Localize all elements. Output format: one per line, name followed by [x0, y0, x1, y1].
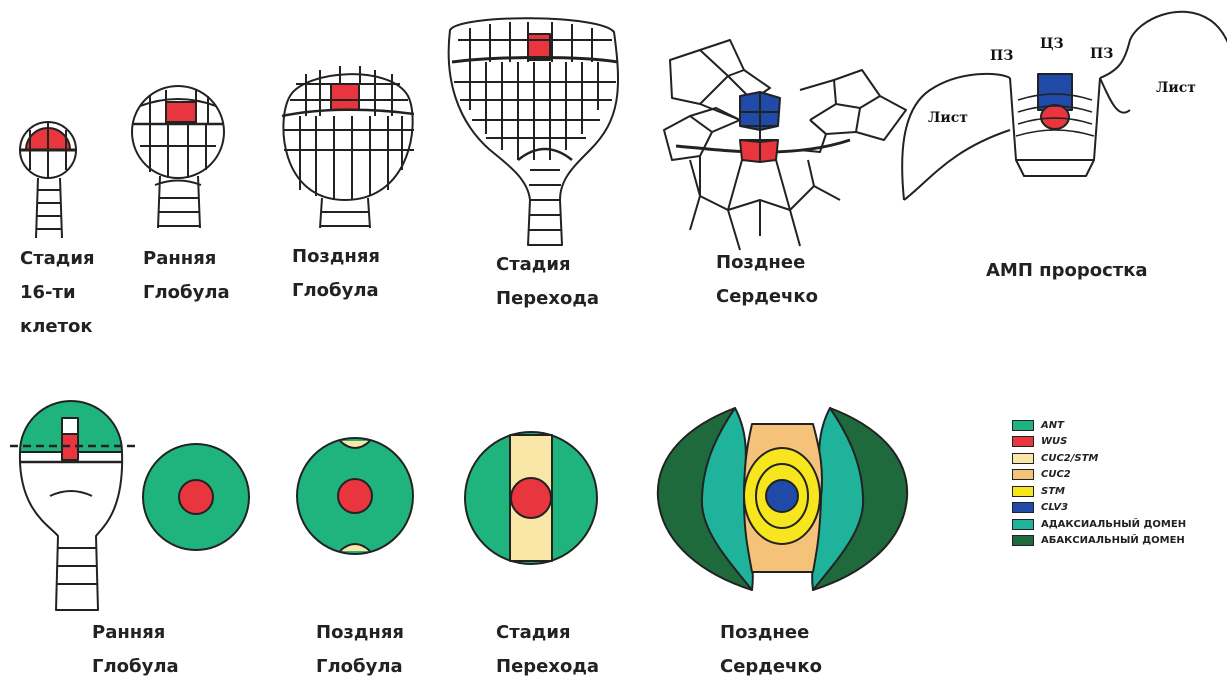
early-globular-cross-section: [143, 444, 249, 550]
left-pz-label: ПЗ: [990, 48, 1013, 64]
label-early-globular-bottom: Ранняя Глобула: [92, 616, 179, 684]
legend-item-abaxial: АБАКСИАЛЬНЫЙ ДОМЕН: [1012, 533, 1186, 550]
legend-item-stm: STM: [1012, 483, 1186, 500]
right-leaf-label: Лист: [1156, 80, 1196, 96]
late-heart-cellular: [664, 40, 906, 250]
legend-swatch: [1012, 519, 1034, 530]
legend-item-ant: ANT: [1012, 417, 1186, 434]
legend-label: STM: [1041, 486, 1065, 497]
legend-swatch: [1012, 469, 1034, 480]
label-late-globular: Поздняя Глобула: [292, 240, 380, 308]
legend-label: ANT: [1041, 420, 1064, 431]
legend-label: CLV3: [1041, 502, 1068, 513]
legend-label: WUS: [1041, 436, 1067, 447]
center-cz-label: ЦЗ: [1040, 36, 1064, 52]
label-early-globular: Ранняя Глобула: [143, 242, 230, 310]
late-heart-expression: [658, 408, 907, 590]
legend-swatch: [1012, 535, 1034, 546]
early-globular-expression: [10, 401, 136, 610]
late-globular-embryo: [282, 66, 414, 228]
wus-region: [179, 480, 213, 514]
wus-region: [511, 478, 551, 518]
wus-region: [331, 84, 359, 110]
legend-label: АБАКСИАЛЬНЫЙ ДОМЕН: [1041, 535, 1185, 546]
wus-region: [1041, 105, 1069, 129]
legend-item-adaxial: АДАКСИАЛЬНЫЙ ДОМЕН: [1012, 516, 1186, 533]
label-sixteen-cell: Стадия 16-ти клеток: [20, 242, 95, 344]
left-leaf-label: Лист: [928, 110, 968, 126]
legend-swatch: [1012, 420, 1034, 431]
legend: ANT WUS CUC2/STM CUC2 STM CLV3 АДАКСИАЛЬ…: [1012, 417, 1186, 549]
legend-label: CUC2: [1041, 469, 1071, 480]
label-late-heart-bottom: Позднее Сердечко: [720, 616, 822, 684]
label-late-globular-bottom: Поздняя Глобула: [316, 616, 404, 684]
legend-swatch: [1012, 486, 1034, 497]
label-transition-bottom: Стадия Перехода: [496, 616, 599, 684]
legend-item-cuc2: CUC2: [1012, 467, 1186, 484]
legend-swatch: [1012, 502, 1034, 513]
label-late-heart: Позднее Сердечко: [716, 246, 818, 314]
legend-item-clv3: CLV3: [1012, 500, 1186, 517]
label-transition: Стадия Перехода: [496, 248, 599, 316]
clv3-region: [766, 480, 798, 512]
wus-region: [166, 102, 196, 122]
legend-swatch: [1012, 453, 1034, 464]
transition-cross-section: [465, 432, 597, 564]
legend-label: CUC2/STM: [1041, 453, 1098, 464]
legend-swatch: [1012, 436, 1034, 447]
seedling-sam: [902, 12, 1227, 200]
right-pz-label: ПЗ: [1090, 46, 1113, 62]
label-seedling-sam: АМП проростка: [986, 254, 1148, 288]
legend-item-wus: WUS: [1012, 434, 1186, 451]
transition-embryo: [449, 18, 618, 245]
sixteen-cell-embryo: [20, 122, 76, 238]
wus-region: [338, 479, 372, 513]
late-globular-cross-section: [297, 438, 413, 554]
early-globular-embryo: [132, 86, 224, 228]
legend-label: АДАКСИАЛЬНЫЙ ДОМЕН: [1041, 519, 1186, 530]
legend-item-cuc2-stm: CUC2/STM: [1012, 450, 1186, 467]
